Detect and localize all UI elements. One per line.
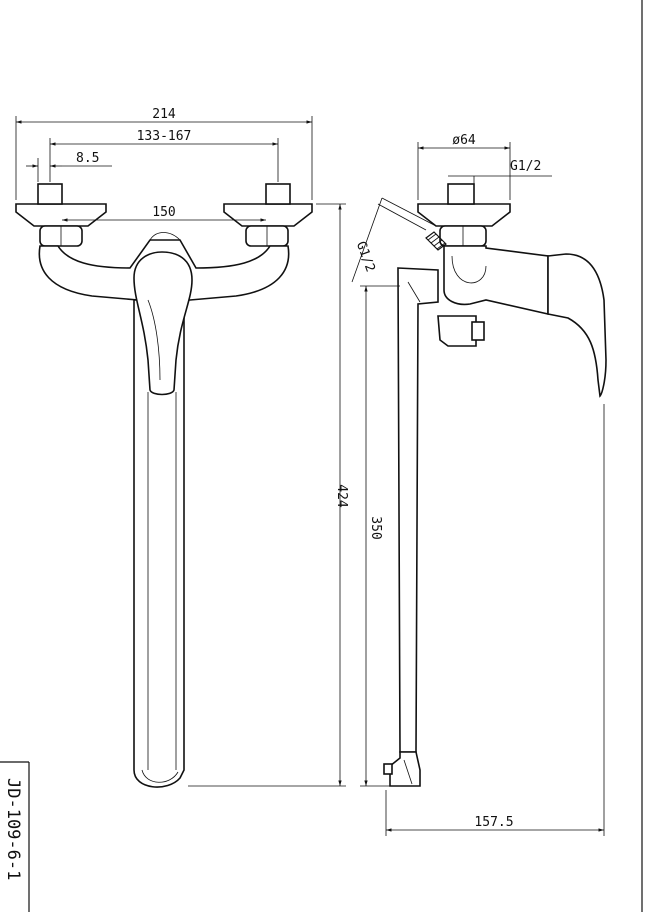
dim-inner-width: 150 (152, 205, 175, 220)
drawing-code: JD-109-6-1 (3, 778, 23, 880)
outlet-thread (425, 231, 447, 251)
right-inlet-pipe (265, 183, 291, 205)
side-lever (547, 253, 607, 398)
side-outlet (437, 315, 477, 347)
dim-inlet-offset: 8.5 (76, 151, 99, 166)
dim-spout-height: 350 (368, 516, 383, 539)
dim-depth: 157.5 (474, 815, 513, 830)
right-flange (223, 203, 313, 227)
dim-flange-diameter: ø64 (452, 133, 476, 148)
side-body (443, 245, 549, 316)
side-flange (417, 203, 511, 227)
left-inlet-pipe (37, 183, 63, 205)
lever-handle (133, 251, 193, 396)
dim-overall-width: 214 (152, 107, 176, 122)
dim-total-height: 424 (334, 484, 349, 508)
side-view: ø64 G1/2 G1/2 350 157.5 (351, 133, 607, 836)
side-spout (397, 267, 439, 753)
dim-center-range: 133-167 (137, 129, 192, 144)
spout (133, 299, 185, 788)
dim-thread-top: G1/2 (510, 159, 541, 174)
side-inlet-pipe (447, 183, 475, 205)
left-flange (15, 203, 107, 227)
front-view: 214 133-167 8.5 150 424 (15, 107, 349, 788)
